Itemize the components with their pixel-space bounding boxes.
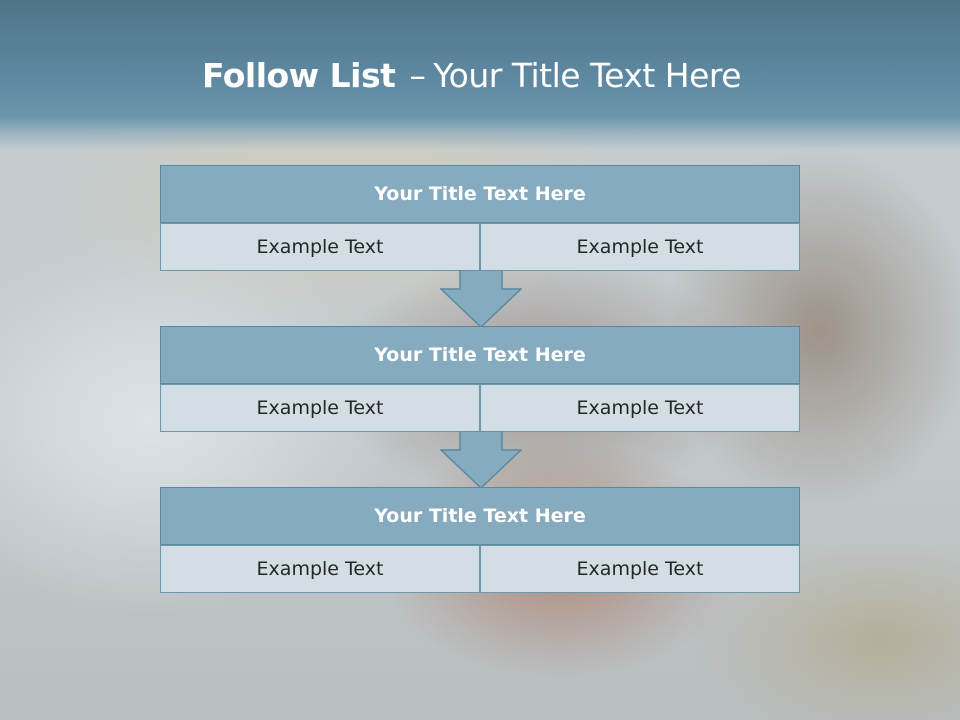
block-cell-right: Example Text xyxy=(480,545,800,593)
down-arrow-icon xyxy=(440,431,522,489)
block-cell-left: Example Text xyxy=(160,384,480,432)
slide-title: Follow List–Your Title Text Here xyxy=(202,52,742,100)
follow-block-1: Your Title Text Here Example Text Exampl… xyxy=(160,165,800,271)
block-cell-right: Example Text xyxy=(480,384,800,432)
block-title: Your Title Text Here xyxy=(160,165,800,223)
block-title: Your Title Text Here xyxy=(160,487,800,545)
block-cell-left: Example Text xyxy=(160,223,480,271)
block-cell-left: Example Text xyxy=(160,545,480,593)
follow-block-2: Your Title Text Here Example Text Exampl… xyxy=(160,326,800,432)
header-band xyxy=(0,0,960,150)
block-title: Your Title Text Here xyxy=(160,326,800,384)
follow-block-3: Your Title Text Here Example Text Exampl… xyxy=(160,487,800,593)
title-rest: Your Title Text Here xyxy=(433,56,742,95)
down-arrow-icon xyxy=(440,270,522,328)
block-cell-right: Example Text xyxy=(480,223,800,271)
title-bold: Follow List xyxy=(202,56,396,95)
title-separator: – xyxy=(409,56,426,95)
